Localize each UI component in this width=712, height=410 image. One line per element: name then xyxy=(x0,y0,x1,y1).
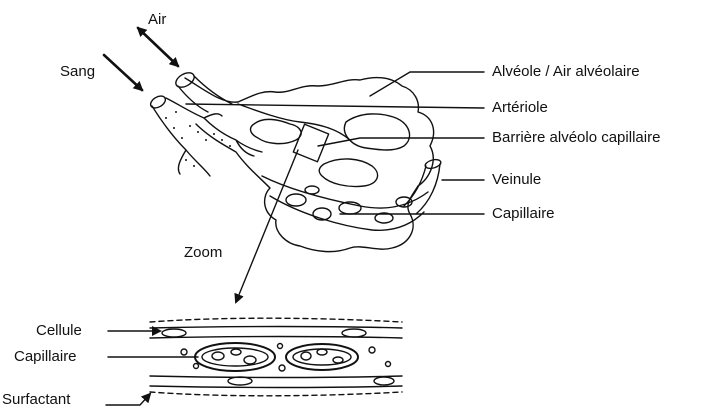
zoom-wall-bottom-inner xyxy=(150,376,402,378)
label-capillaire-bottom: Capillaire xyxy=(14,348,77,366)
bronchiole-tube xyxy=(178,76,232,112)
alveolar-sac-3 xyxy=(319,159,377,187)
alveolar-sac-2 xyxy=(344,114,409,150)
arteriole-blood-dots xyxy=(165,111,231,167)
zoom-wall-cell-4 xyxy=(374,377,394,385)
arteriole-leader xyxy=(186,104,484,108)
capillary-cell-1 xyxy=(286,194,306,206)
label-capillaire-top: Capillaire xyxy=(492,205,555,223)
arteriole-opening xyxy=(149,94,168,111)
zoom-wall-cell-3 xyxy=(228,377,252,385)
label-arteriole: Artériole xyxy=(492,99,548,117)
zoom-capillary-ring-1 xyxy=(195,343,275,371)
label-alveole: Alvéole / Air alvéolaire xyxy=(492,63,640,81)
label-air: Air xyxy=(148,11,166,29)
surfactant-leader xyxy=(106,394,150,405)
label-barriere: Barrière alvéolo capillaire xyxy=(492,129,660,147)
zoom-wall-bottom-outer xyxy=(150,386,402,388)
alveole-leader xyxy=(370,72,484,96)
zoom-wall-top-inner xyxy=(150,337,402,339)
label-sang: Sang xyxy=(60,63,95,81)
capillary-cell-6 xyxy=(305,186,319,194)
label-surfactant: Surfactant xyxy=(2,391,70,409)
zoom-wall-cell-2 xyxy=(342,329,366,337)
venule-tube xyxy=(404,164,440,214)
alveolus-outline xyxy=(185,78,434,252)
zoom-capillary-ring-2 xyxy=(286,344,358,370)
alveolar-sac-1 xyxy=(251,119,302,143)
label-veinule: Veinule xyxy=(492,171,541,189)
zoom-arrow xyxy=(236,150,298,302)
label-zoom: Zoom xyxy=(184,244,222,262)
zoom-window xyxy=(293,124,328,162)
zoom-surfactant-top xyxy=(150,318,402,322)
zoom-wall-cell-1 xyxy=(162,329,186,337)
bronchiole-opening xyxy=(173,70,196,90)
label-cellule: Cellule xyxy=(36,322,82,340)
zoom-rbc-shapes xyxy=(212,349,343,364)
zoom-wall-top-outer xyxy=(150,327,402,329)
sang-arrow xyxy=(104,55,142,90)
barriere-leader xyxy=(318,138,484,146)
air-double-arrow xyxy=(138,28,178,66)
zoom-surfactant-bottom xyxy=(150,392,402,396)
alveolus-inner-line xyxy=(238,104,350,140)
